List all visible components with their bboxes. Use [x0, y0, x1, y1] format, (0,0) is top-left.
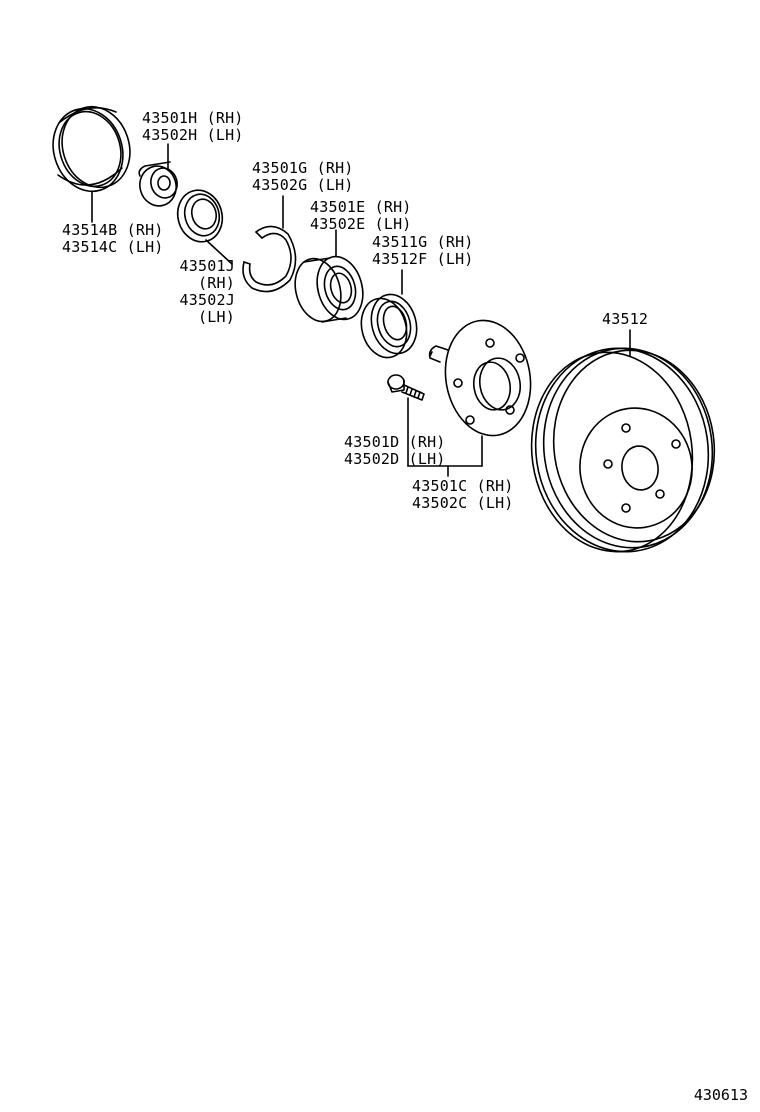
seal-j-drawing — [176, 189, 224, 243]
disc-rotor-drawing — [530, 347, 716, 553]
inner-seal-drawing — [360, 293, 418, 359]
leader-seal-j — [205, 239, 233, 265]
part-label-line: (RH) — [198, 274, 235, 292]
part-label-snap-ring: 43501G (RH) 43502G (LH) — [252, 160, 354, 194]
part-label-line: 43512F (LH) — [372, 250, 474, 268]
part-label-line: 43502C (LH) — [412, 494, 514, 512]
part-label-hub-bolt: 43501D (RH) 43502D (LH) — [344, 434, 446, 468]
part-label-bearing: 43501E (RH) 43502E (LH) — [310, 199, 412, 233]
part-label-line: 43502J — [179, 291, 235, 309]
part-label-line: 43501H (RH) — [142, 109, 244, 127]
part-label-seal-j: 43501J (RH) 43502J (LH) — [172, 258, 235, 326]
part-label-line: 43514B (RH) — [62, 221, 164, 239]
part-label-line: 43502E (LH) — [310, 215, 412, 233]
part-label-outer-collar: 43501H (RH) 43502H (LH) — [142, 110, 244, 144]
part-label-inner-seal: 43511G (RH) 43512F (LH) — [372, 234, 474, 268]
part-label-line: 43502D (LH) — [344, 450, 446, 468]
part-label-disc: 43512 — [602, 311, 648, 328]
part-label-line: 43514C (LH) — [62, 238, 164, 256]
part-label-dust-cap: 43514B (RH) 43514C (LH) — [62, 222, 164, 256]
hub-drawing — [428, 319, 532, 437]
part-label-line: 43501C (RH) — [412, 477, 514, 495]
part-label-line: 43511G (RH) — [372, 233, 474, 251]
bearing-drawing — [294, 255, 364, 323]
figure-code: 430613 — [693, 1086, 748, 1104]
part-label-line: 43501E (RH) — [310, 198, 412, 216]
dust-cap-drawing — [52, 105, 131, 193]
part-label-line: 43502G (LH) — [252, 176, 354, 194]
hub-bolt-drawing — [387, 374, 425, 401]
part-label-line: 43512 — [602, 310, 649, 328]
part-label-line: 43501G (RH) — [252, 159, 354, 177]
part-label-line: 43502H (LH) — [142, 126, 244, 144]
part-label-hub: 43501C (RH) 43502C (LH) — [412, 478, 514, 512]
part-label-line: (LH) — [198, 308, 235, 326]
outer-collar-drawing — [138, 161, 178, 207]
snap-ring-drawing — [242, 225, 297, 293]
part-label-line: 43501J — [179, 257, 235, 275]
part-label-line: 43501D (RH) — [344, 433, 446, 451]
